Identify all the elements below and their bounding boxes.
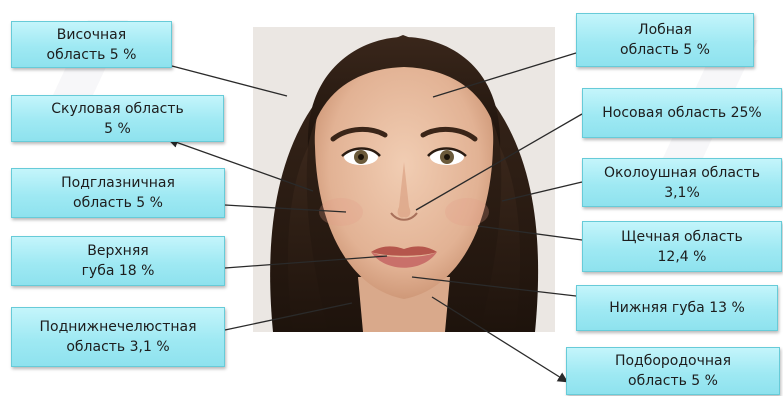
buccal-pointer [478,226,582,240]
label-submandibular: Поднижнечелюстная область 3,1 % [11,307,225,367]
submandibular-pointer [225,303,352,330]
label-zygomatic: Скуловая область 5 % [11,95,224,142]
parotid-pointer [502,182,582,201]
infraorbital-pointer [225,205,346,212]
nasal-pointer [416,114,582,210]
label-buccal: Щечная область 12,4 % [582,221,782,272]
lower-lip-pointer [412,277,576,296]
label-infraorbital: Подглазничная область 5 % [11,168,225,218]
label-chin: Подбородочная область 5 % [566,347,780,395]
frontal-pointer [433,53,576,97]
label-upper-lip: Верхняя губа 18 % [11,236,225,286]
chin-pointer [432,297,566,381]
temporal-pointer [172,66,287,96]
label-temporal: Височная область 5 % [11,21,172,68]
label-lower-lip: Нижняя губа 13 % [576,285,778,331]
upper-lip-pointer [225,256,387,268]
label-frontal: Лобная область 5 % [576,13,754,67]
label-parotid: Околоушная область 3,1% [582,158,782,207]
label-nasal: Носовая область 25% [582,88,782,138]
